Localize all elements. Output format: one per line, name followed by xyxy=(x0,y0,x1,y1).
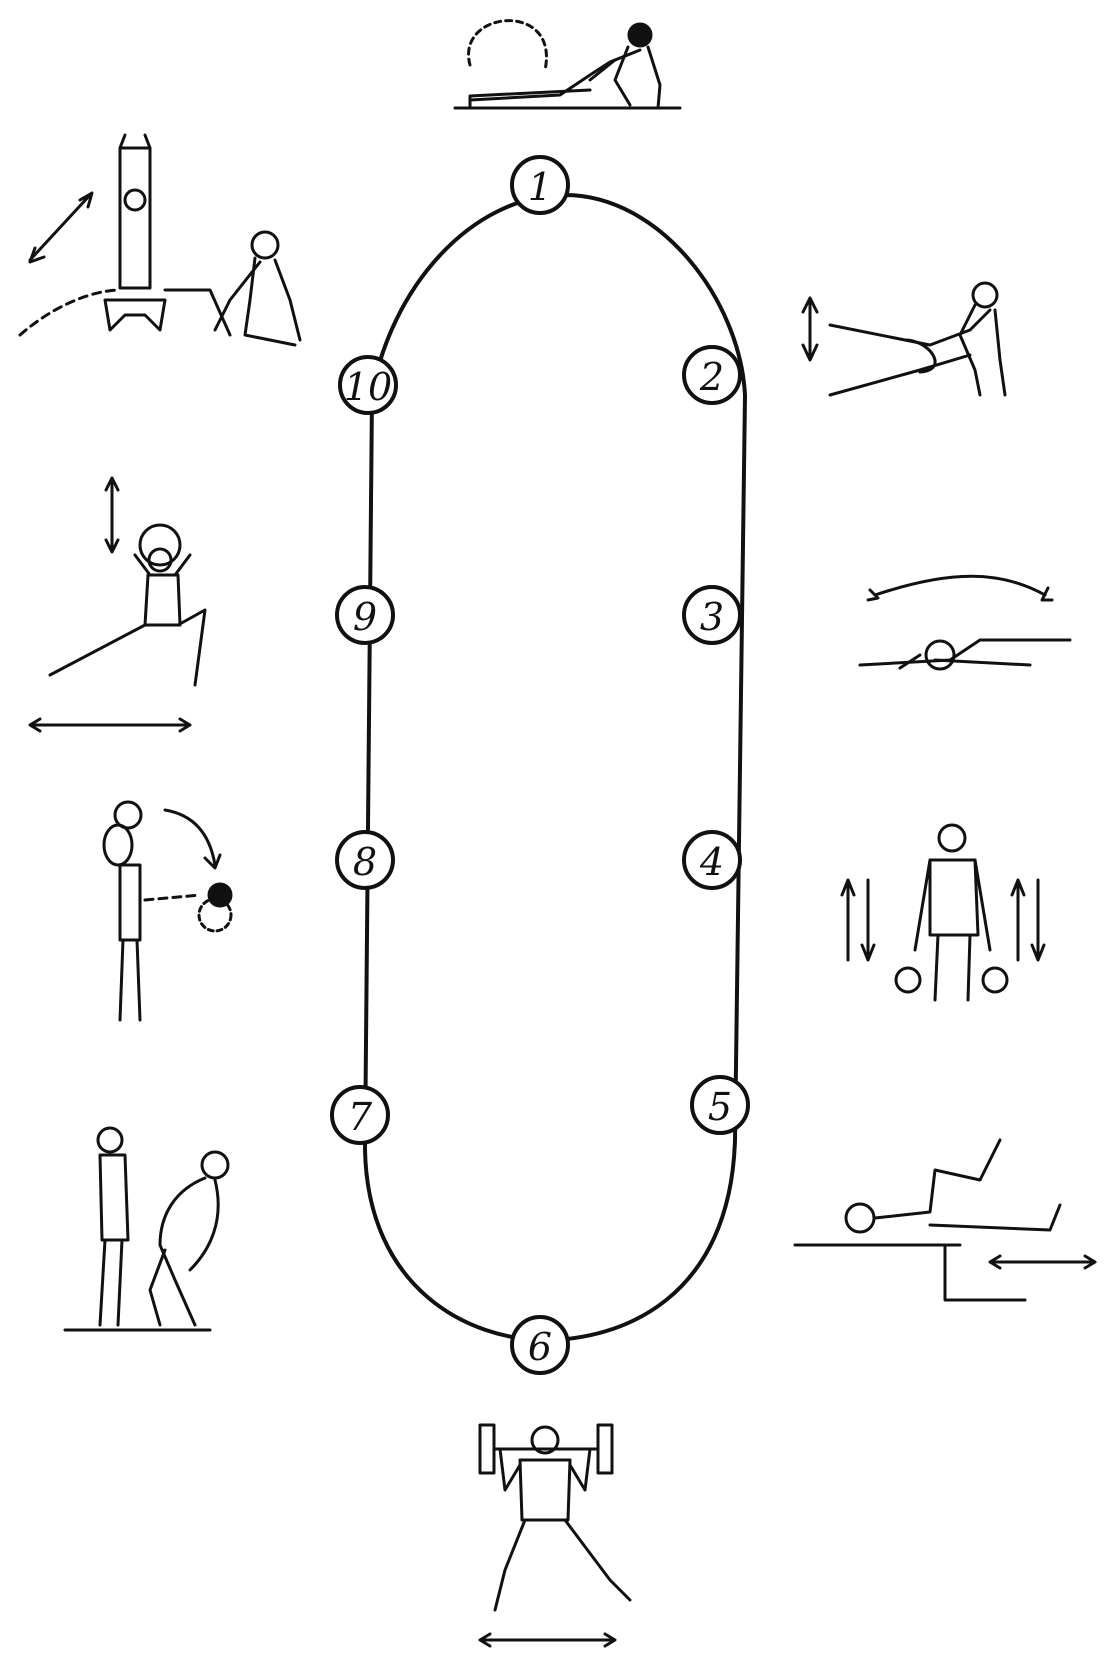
station-number: 10 xyxy=(344,365,392,409)
station-number: 5 xyxy=(708,1085,732,1129)
figure-station-5 xyxy=(795,1140,1095,1300)
figure-station-1 xyxy=(455,21,680,108)
station-marker-1: 1 xyxy=(512,157,568,213)
station-marker-3: 3 xyxy=(684,587,740,643)
stations-layer: 1 2 3 4 5 6 7 8 9 10 xyxy=(332,157,748,1373)
figure-station-4 xyxy=(842,825,1044,1000)
station-number: 6 xyxy=(528,1325,552,1369)
figure-station-8 xyxy=(104,802,231,1020)
station-number: 9 xyxy=(353,595,377,639)
figure-station-7 xyxy=(65,1128,228,1330)
station-marker-6: 6 xyxy=(512,1317,568,1373)
figure-station-9 xyxy=(30,478,205,731)
station-number: 4 xyxy=(699,840,724,884)
station-number: 8 xyxy=(353,840,377,884)
figure-station-2 xyxy=(803,283,1005,395)
station-marker-4: 4 xyxy=(684,832,740,888)
station-marker-5: 5 xyxy=(692,1077,748,1133)
station-marker-7: 7 xyxy=(332,1087,388,1143)
figure-station-6 xyxy=(480,1425,630,1646)
station-number: 2 xyxy=(699,355,724,399)
station-marker-9: 9 xyxy=(337,587,393,643)
station-number: 7 xyxy=(348,1095,373,1139)
station-marker-2: 2 xyxy=(684,347,740,403)
station-number: 1 xyxy=(528,165,552,209)
figure-station-3 xyxy=(860,576,1070,669)
figure-station-10 xyxy=(20,135,300,345)
station-marker-8: 8 xyxy=(337,832,393,888)
station-number: 3 xyxy=(700,595,724,639)
station-marker-10: 10 xyxy=(340,357,396,413)
